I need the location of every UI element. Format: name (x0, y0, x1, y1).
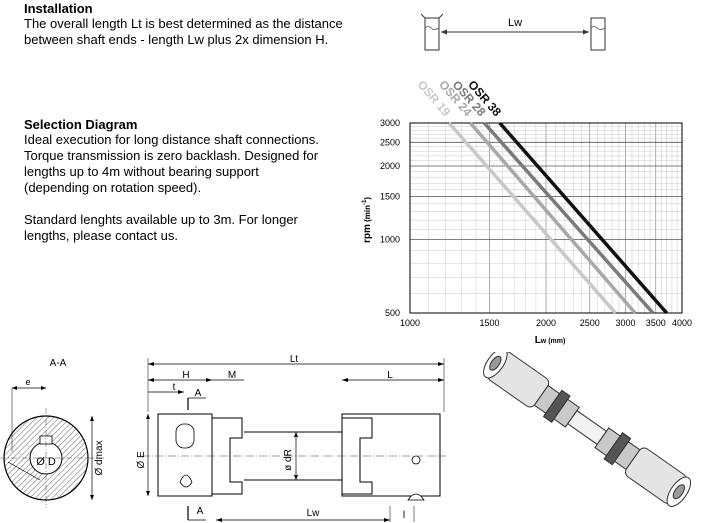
y-label-close: ) (363, 197, 372, 200)
y-tick-label: 1000 (380, 234, 400, 244)
y-label-unit: (min (363, 205, 372, 224)
x-label-main: L (535, 335, 541, 346)
y-label-main: rpm (362, 224, 373, 243)
series-line-osr-28 (482, 121, 655, 315)
x-tick-label: 4000 (672, 318, 692, 328)
x-tick-label: 3500 (646, 318, 666, 328)
coupling-drawing: Lt H M t A L Ø E ø dR A Lw l (136, 354, 446, 522)
dim-lt: Lt (290, 354, 299, 365)
coupling-illustration (483, 352, 692, 507)
y-tick-label: 2000 (380, 161, 400, 171)
installation-heading: Installation (24, 1, 93, 16)
installation-section: Installation The overall length Lt is be… (24, 1, 354, 48)
dim-l-lower: l (403, 510, 405, 521)
y-label-sup: -1 (362, 199, 368, 205)
selection-para-1: Ideal execution for long distance shaft … (24, 132, 319, 195)
x-tick-label: 1000 (400, 318, 420, 328)
installation-text: The overall length Lt is best determined… (24, 16, 343, 47)
section-e-label: e (25, 377, 30, 387)
x-label-unit: (mm) (546, 338, 565, 345)
y-tick-label: 2500 (380, 137, 400, 147)
dim-h: H (182, 370, 189, 381)
series-line-osr-38 (498, 121, 669, 315)
dim-e: Ø E (136, 451, 147, 469)
dim-m: M (228, 370, 236, 381)
section-drawing: A-A e Ø D Ø dmax (0, 358, 105, 508)
y-tick-label: 500 (385, 308, 400, 318)
dim-a-bottom: A (197, 506, 204, 517)
selection-section: Selection Diagram Ideal execution for lo… (24, 117, 324, 244)
chart-x-axis-label: Lw (mm) (535, 335, 566, 346)
dim-l-upper: L (387, 370, 393, 381)
x-label-sub: w (540, 338, 547, 345)
dim-lw: Lw (307, 508, 321, 519)
selection-heading: Selection Diagram (24, 117, 138, 132)
sketch-lw-label: Lw (508, 17, 522, 29)
y-tick-label: 1500 (380, 192, 400, 202)
x-tick-label: 2000 (536, 318, 556, 328)
selection-para-2: Standard lenghts available up to 3m. For… (24, 212, 298, 243)
series-line-osr-19 (447, 121, 617, 315)
shaft-sketch: Lw (420, 13, 606, 51)
chart-y-axis-label: rpm (min-1) (362, 197, 373, 243)
dim-a-top: A (195, 388, 202, 399)
y-tick-label: 3000 (380, 118, 400, 128)
section-title: A-A (50, 358, 67, 369)
section-d-label: Ø D (36, 456, 56, 468)
x-tick-label: 2500 (580, 318, 600, 328)
section-dmax-label: Ø dmax (94, 440, 105, 475)
dim-t: t (173, 382, 176, 393)
x-tick-label: 1500 (480, 318, 500, 328)
x-tick-label: 3000 (616, 318, 636, 328)
series-line-osr-24 (469, 121, 637, 315)
dim-dr: ø dR (283, 449, 294, 471)
